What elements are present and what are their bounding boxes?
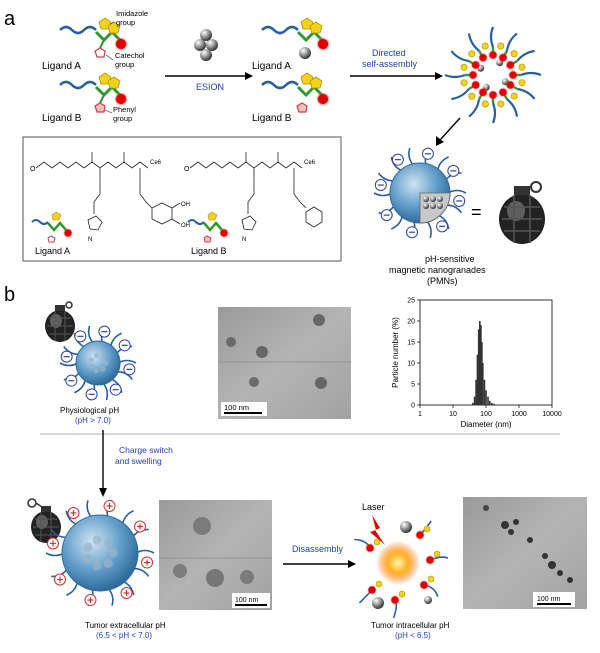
x-tick-label: 10000 <box>542 411 562 418</box>
chem-oxygen-b: O <box>184 166 190 173</box>
ligand-b-label-middle: Ligand B <box>252 113 292 124</box>
y-axis-label: Particle number (%) <box>391 317 400 388</box>
directed-label: Directed <box>372 48 406 58</box>
phenyl-callout-2: group <box>113 114 132 123</box>
chem-oxygen-a: O <box>30 166 36 173</box>
tumor-extracellular-condition: (6.5 < pH < 7.0) <box>96 631 152 640</box>
box-ligand-b-label: Ligand B <box>191 246 227 256</box>
chem-ce6-a: Ce6 <box>150 160 162 166</box>
x-tick-label: 100 <box>480 411 492 418</box>
x-axis-label: Diameter (nm) <box>460 420 511 429</box>
self-assembled-cluster <box>444 26 542 124</box>
chem-nitrogen-b: N <box>242 237 246 243</box>
tumor-intracellular-condition: (pH < 6.5) <box>395 631 431 640</box>
pmn-physiological-ph <box>59 325 137 401</box>
pmn-caption-line1: pH-sensitive <box>425 254 475 264</box>
equals-sign: = <box>471 202 482 222</box>
x-tick-label: 1000 <box>511 411 527 418</box>
laser-label: Laser <box>362 502 385 512</box>
ligand-b-chemical-structure <box>189 152 323 231</box>
esion-nanoparticles <box>194 29 218 61</box>
ligand-a-schematic-left <box>59 17 128 58</box>
histogram-bar <box>493 403 495 405</box>
pmn-caption-line3: (PMNs) <box>427 276 458 286</box>
chemical-structures-box <box>22 136 342 262</box>
imidazole-callout-2: group <box>116 18 135 27</box>
histogram-bar <box>480 325 482 405</box>
tem-image-physiological <box>218 307 351 419</box>
chem-oh-a1: OH <box>181 202 190 208</box>
scale-bar-label-3: 100 nm <box>537 596 561 603</box>
y-tick-label: 5 <box>411 382 415 389</box>
histogram-bar <box>472 402 474 405</box>
disassembled-ligands-with-laser <box>354 515 449 619</box>
pmn-nanoparticle-cutaway <box>373 147 467 239</box>
x-tick-label: 10 <box>449 411 457 418</box>
assembly-to-pmn-arrow <box>439 117 461 141</box>
esion-label: ESION <box>196 82 224 92</box>
ligand-b-label: Ligand B <box>42 113 82 124</box>
histogram-bar <box>488 400 491 405</box>
y-tick-label: 25 <box>407 298 415 305</box>
charge-switch-label-1: Charge switch <box>119 445 173 455</box>
histogram-bar <box>485 390 487 405</box>
disassembly-label: Disassembly <box>292 544 344 554</box>
histogram-bar <box>491 402 493 405</box>
histogram-frame <box>419 299 553 406</box>
histogram-bar <box>476 354 479 405</box>
ligand-b-schematic-left <box>59 72 128 113</box>
tumor-extracellular-label: Tumor extracellular pH <box>85 621 166 630</box>
physiological-ph-condition: (pH > 7.0) <box>75 416 111 425</box>
tumor-intracellular-label: Tumor intracellular pH <box>371 621 450 630</box>
y-tick-label: 0 <box>411 403 415 410</box>
histogram-bar <box>482 363 484 405</box>
histogram-bar <box>483 379 486 405</box>
ligand-a-label-middle: Ligand A <box>252 61 291 72</box>
x-tick-label: 1 <box>418 411 422 418</box>
histogram-bar <box>481 342 483 405</box>
y-tick-label: 10 <box>407 361 415 368</box>
scale-bar-label-2: 100 nm <box>235 597 259 604</box>
ligand-b-schematic-middle <box>261 72 330 113</box>
chem-ce6-b: Ce6 <box>304 160 316 166</box>
phenyl-callout: Phenyl <box>113 105 136 114</box>
scale-bar-label-1: 100 nm <box>224 403 249 412</box>
chem-oh-a2: OH <box>181 223 190 229</box>
ligand-b-box-icon <box>187 211 229 243</box>
physiological-ph-label: Physiological pH <box>60 406 119 415</box>
tem-image-extracellular <box>159 500 272 610</box>
y-tick-label: 15 <box>407 340 415 347</box>
histogram-bar <box>475 379 477 405</box>
y-tick-label: 20 <box>407 319 415 326</box>
histogram-bar <box>487 396 489 405</box>
ligand-a-box-icon <box>31 211 73 243</box>
imidazole-callout: Imidazole <box>116 9 148 18</box>
catechol-callout-2: group <box>115 60 134 69</box>
charge-switch-label-2: and swelling <box>115 456 162 466</box>
histogram-bar <box>477 329 480 405</box>
pmn-tumor-extracellular-swollen <box>45 499 155 607</box>
self-assembly-label: self-assembly <box>362 59 418 69</box>
panel-a-label: a <box>4 8 16 30</box>
panel-b-label: b <box>4 284 15 306</box>
grenade-icon-physiological <box>45 301 75 342</box>
grenade-icon-open <box>27 498 61 543</box>
histogram-bar <box>473 396 476 405</box>
pmn-caption-line2: magnetic nanogranades <box>389 265 486 275</box>
grenade-icon <box>499 181 545 244</box>
tem-image-intracellular <box>463 497 587 609</box>
box-ligand-a-label: Ligand A <box>35 246 70 256</box>
catechol-callout: Catechol <box>115 51 145 60</box>
chem-nitrogen-a: N <box>88 237 92 243</box>
histogram-bar <box>479 321 481 405</box>
ligand-a-label: Ligand A <box>42 61 81 72</box>
ligand-a-chemical-structure <box>35 152 181 231</box>
ligand-a-schematic-middle <box>261 17 330 59</box>
